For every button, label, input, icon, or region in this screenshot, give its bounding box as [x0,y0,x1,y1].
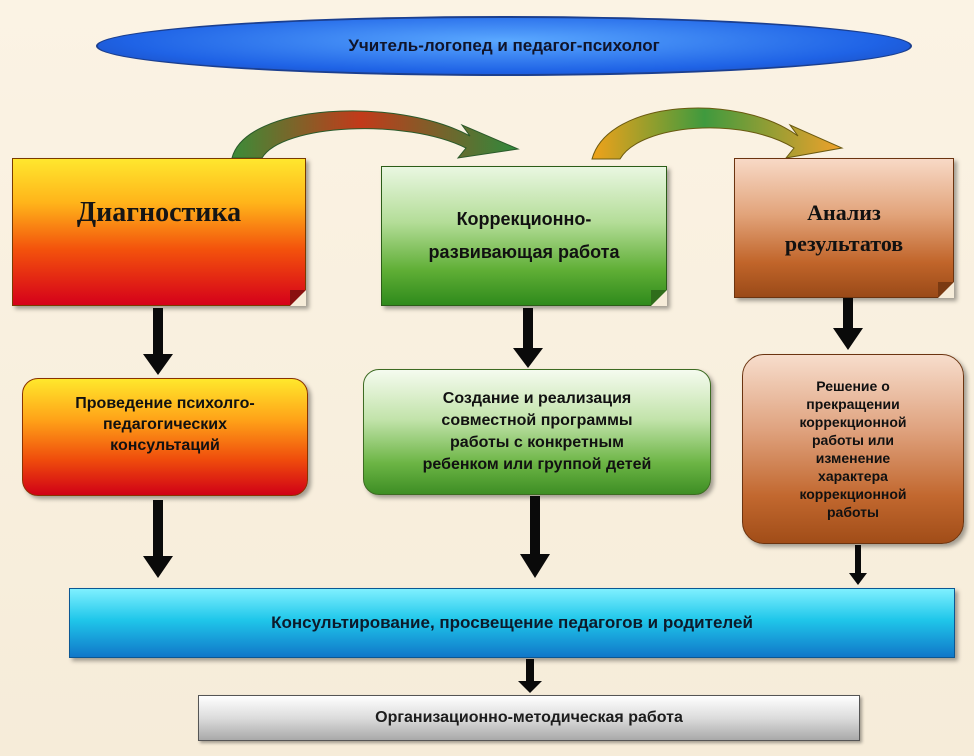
decision-line: работы [826,504,879,520]
correction-box: Коррекционно- развивающая работа [381,166,667,306]
arrow-down-icon [513,308,543,368]
role-ellipse: Учитель-логопед и педагог-психолог [96,16,912,76]
methodical-text: Организационно-методическая работа [375,709,683,726]
decision-box: Решение о прекращении коррекционной рабо… [742,354,964,544]
diagnostics-title: Диагностика [77,197,241,229]
decision-line: работы или [811,432,894,448]
program-box: Создание и реализация совместной програм… [363,369,711,495]
decision-line: характера [818,468,888,484]
diagnostics-title-line: Диагностика [76,197,242,228]
consultations-line: консультаций [110,436,220,454]
program-line: ребенком или группой детей [422,456,652,473]
consultations-box: Проведение психолго- педагогических конс… [22,378,308,496]
page-fold-icon [290,290,306,306]
analysis-title-line: результатов [784,231,904,256]
consultations-line: Проведение психолго- [75,394,255,412]
decision-line: коррекционной [799,414,907,430]
decision-text: Решение о прекращении коррекционной рабо… [799,377,906,521]
arrow-correction-to-analysis-icon [591,107,844,160]
arrow-diagnostics-to-correction-icon [231,110,520,159]
page-fold-icon [651,290,667,306]
analysis-title-line: Анализ [807,200,881,225]
consultations-line: педагогических [103,415,227,433]
correction-title-line: Коррекционно- [456,209,592,229]
program-line: Создание и реализация [442,390,632,407]
arrow-down-icon [833,298,863,350]
role-title: Учитель-логопед и педагог-психолог [348,36,660,55]
consulting-bar: Консультирование, просвещение педагогов … [69,588,955,658]
correction-title: Коррекционно- развивающая работа [429,203,620,269]
decision-line: коррекционной [799,486,907,502]
methodical-bar: Организационно-методическая работа [198,695,860,741]
page-fold-icon [938,282,954,298]
decision-line: Решение о [816,378,890,394]
arrow-down-icon [849,545,867,585]
arrow-down-icon [143,500,173,578]
diagnostics-box: Диагностика [12,158,306,306]
analysis-title: Анализ результатов [785,197,903,259]
correction-title-line: развивающая работа [428,242,620,262]
consulting-text: Консультирование, просвещение педагогов … [271,613,753,632]
analysis-box: Анализ результатов [734,158,954,298]
decision-line: прекращении [806,396,900,412]
program-text: Создание и реализация совместной програм… [423,388,652,476]
program-line: совместной программы [441,412,633,429]
arrow-down-icon [520,496,550,578]
decision-line: изменение [815,450,891,466]
consultations-text: Проведение психолго- педагогических конс… [75,393,254,456]
program-line: работы с конкретным [450,434,624,451]
arrow-down-icon [143,308,173,375]
arrow-down-icon [518,659,542,693]
